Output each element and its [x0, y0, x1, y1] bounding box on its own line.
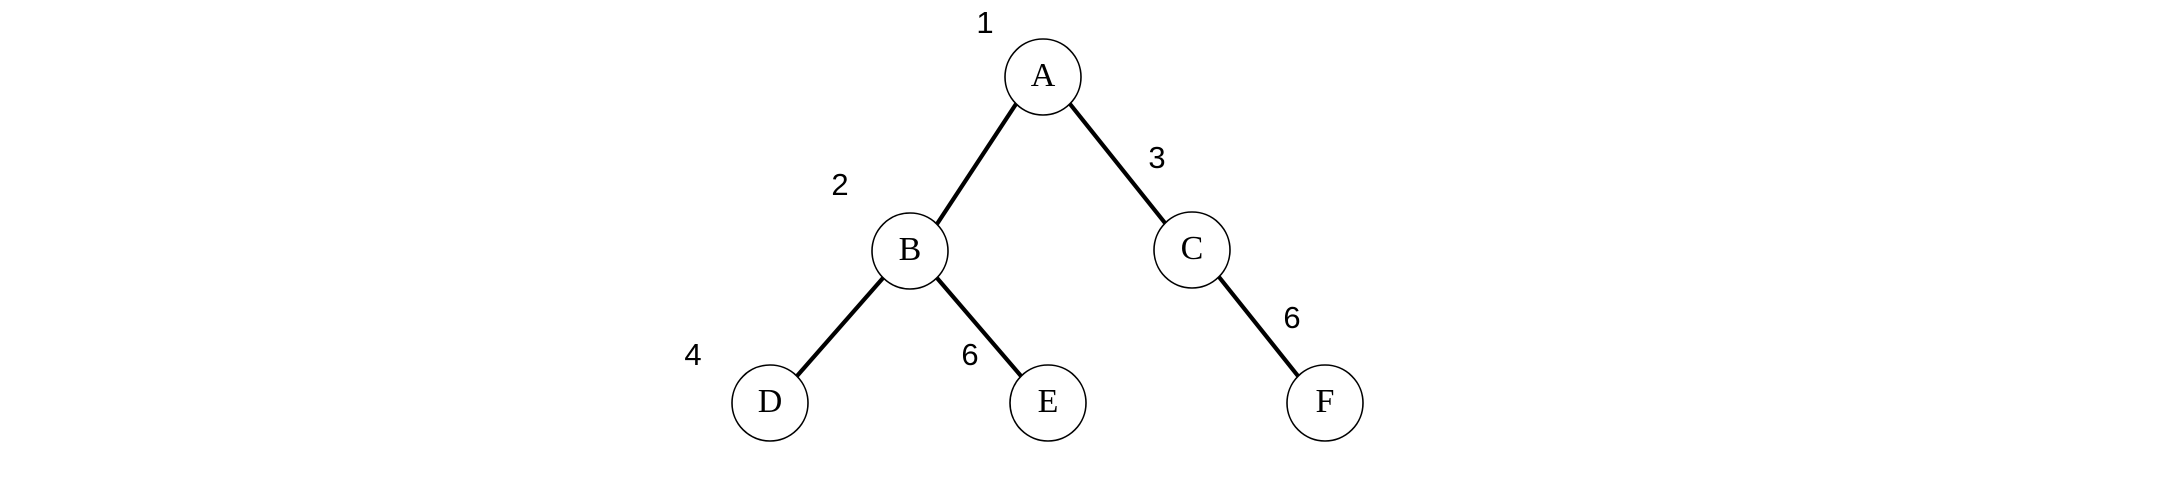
node-a[interactable]: A	[1004, 38, 1082, 116]
node-label-f: F	[1316, 383, 1335, 420]
node-label-a: A	[1031, 57, 1056, 94]
node-circle-b[interactable]	[871, 212, 949, 290]
weight-label-d: 4	[684, 337, 701, 372]
weight-label-e: 6	[961, 337, 978, 372]
edge-a-b	[935, 102, 1018, 226]
node-circle-f[interactable]	[1286, 364, 1364, 442]
weight-label-f: 6	[1283, 300, 1300, 335]
weight-label-b: 2	[831, 167, 848, 202]
weight-label-c: 3	[1148, 140, 1165, 175]
node-e[interactable]: E	[1009, 364, 1087, 442]
node-circle-e[interactable]	[1009, 364, 1087, 442]
edge-b-e	[935, 276, 1023, 378]
node-f[interactable]: F	[1286, 364, 1364, 442]
weight-labels-group: 1 2 3 4 6 6	[684, 5, 1300, 372]
weight-label-a: 1	[976, 5, 993, 40]
edge-b-d	[795, 276, 885, 378]
node-label-b: B	[899, 231, 922, 268]
node-circle-d[interactable]	[731, 364, 809, 442]
nodes-group: A B C D E F	[731, 38, 1364, 442]
node-d[interactable]: D	[731, 364, 809, 442]
node-label-c: C	[1181, 230, 1204, 267]
node-label-e: E	[1038, 383, 1059, 420]
node-label-d: D	[758, 383, 783, 420]
node-b[interactable]: B	[871, 212, 949, 290]
edge-a-c	[1068, 102, 1167, 225]
edges-group	[795, 102, 1300, 378]
edge-c-f	[1217, 275, 1300, 378]
node-circle-c[interactable]	[1153, 211, 1231, 289]
node-c[interactable]: C	[1153, 211, 1231, 289]
node-circle-a[interactable]	[1004, 38, 1082, 116]
